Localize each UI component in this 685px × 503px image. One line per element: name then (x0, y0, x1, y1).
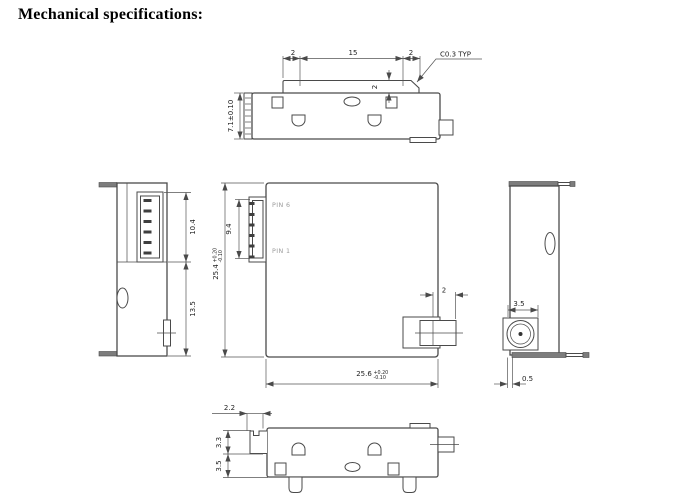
front-view-body (265, 182, 439, 358)
oval-hole (344, 462, 361, 472)
mounting-leg (402, 477, 417, 493)
dim-coax-offset: 2 (420, 287, 468, 319)
square-hole (385, 96, 398, 109)
pin-connector-inner (252, 200, 264, 259)
dim-right-width: 3.5 (507, 300, 539, 317)
oval-hole (116, 287, 129, 309)
flange-bar (98, 182, 118, 188)
coax-center-pin (518, 332, 523, 336)
dim-7-1: 7.1±0.10 (227, 100, 235, 133)
dim-top-step: 2 (371, 70, 392, 103)
dim-right-offset: 0.5 (494, 357, 533, 388)
dim-top-chain: 2 15 2 (282, 49, 421, 86)
dim-25-4: 25.4 (212, 264, 220, 280)
dim-left-lower: 13.5 (168, 262, 197, 357)
dim-0-5: 0.5 (522, 375, 533, 383)
pin1-label: PIN 1 (272, 248, 290, 255)
top-tab (409, 423, 431, 429)
dim-top-right-2: 2 (409, 49, 413, 57)
flange-hatching (245, 97, 251, 135)
connector-pins (249, 202, 255, 259)
dim-3-3: 3.3 (215, 437, 223, 448)
right-view: 3.5 0.5 (494, 181, 590, 388)
connector-inner (140, 195, 160, 259)
bottom-pad (409, 137, 437, 143)
top-view: 2 15 2 C0.3 TYP 2 7.1±0.10 (227, 49, 482, 143)
left-view: 10.4 13.5 (98, 182, 197, 357)
dim-25-4-tol-plus: +0.20 (213, 248, 219, 263)
dome-feature (367, 442, 382, 456)
left-tab (249, 430, 267, 454)
dim-10-4: 10.4 (189, 219, 197, 235)
square-hole (387, 462, 400, 476)
oval-hole (544, 232, 556, 255)
mounting-leg (288, 477, 303, 493)
page-title: Mechanical specifications: (18, 6, 204, 23)
chamfer-note: C0.3 TYP (440, 51, 471, 59)
dim-coax-2: 2 (442, 287, 446, 295)
dim-25-6-tol-minus: -0.10 (374, 375, 386, 381)
dim-front-height: 25.4 +0.20 -0.10 (212, 182, 264, 358)
dome-feature (367, 114, 382, 127)
flange-bar (98, 351, 118, 357)
pin6-label: PIN 6 (272, 202, 290, 209)
dim-front-width: 25.6 +0.20 -0.10 (265, 359, 439, 388)
dim-3-5-bottom: 3.5 (215, 460, 223, 471)
dim-step-2: 2 (371, 85, 379, 89)
dim-pin-span: 9.4 (225, 199, 250, 259)
coax-jack (502, 317, 539, 351)
dim-25-6-tol-plus: +0.20 (374, 370, 389, 376)
dome-feature (291, 442, 306, 456)
dim-2-2: 2.2 (224, 404, 235, 412)
dim-25-4-tol-minus: -0.10 (218, 250, 224, 262)
square-hole (274, 462, 287, 476)
dim-bottom-tab: 2.2 (212, 404, 272, 431)
dim-25-6: 25.6 (356, 370, 372, 378)
bottom-view: 2.2 3.3 3.5 (212, 404, 459, 493)
dim-bottom-lower: 3.5 (215, 454, 268, 478)
front-view: PIN 6 PIN 1 9.4 25.4 +0.20 -0.10 (212, 182, 468, 388)
square-hole (271, 96, 284, 109)
side-tab (438, 119, 454, 136)
connector-pins (143, 199, 152, 255)
oval-hole (343, 96, 361, 107)
top-view-raised-shield (282, 79, 420, 93)
dim-9-4: 9.4 (225, 223, 233, 235)
chamfer-callout: C0.3 TYP (416, 51, 482, 83)
flange-bar (511, 352, 567, 358)
dim-top-left-2: 2 (291, 49, 295, 57)
dim-left-upper: 10.4 (164, 192, 197, 263)
dim-top-height: 7.1±0.10 (227, 92, 243, 140)
dim-3-5: 3.5 (513, 300, 524, 308)
coax-connector (402, 316, 463, 349)
dome-feature (291, 114, 306, 127)
dim-top-15: 15 (349, 49, 358, 57)
dim-13-5: 13.5 (189, 301, 197, 317)
